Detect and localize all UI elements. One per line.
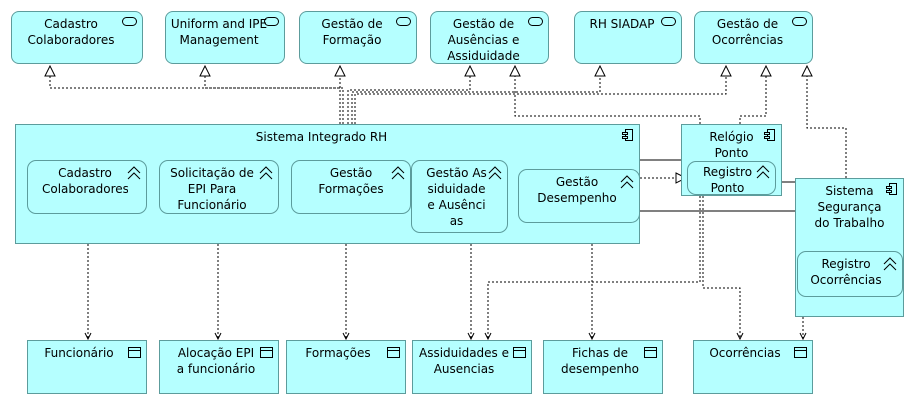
service-cadastro-colaboradores[interactable]: Cadastro Colaboradores	[11, 11, 143, 64]
data-object-label: Alocação EPI a funcionário	[176, 346, 256, 376]
data-object-alocacao-epi[interactable]: Alocação EPI a funcionário	[159, 340, 279, 394]
component-sistema-seguranca[interactable]: Sistema Segurança do Trabalho Registro O…	[795, 178, 904, 317]
service-label: Gestão de Formação	[321, 17, 383, 47]
data-object-icon	[128, 347, 141, 358]
component-title: Sistema Segurança do Trabalho	[814, 184, 885, 230]
access-relogio-ocorrencias	[702, 196, 740, 339]
realization-ocorrencias-relogio	[739, 66, 766, 124]
service-gestao-ausencias[interactable]: Gestão de Ausências e Assiduidade	[430, 11, 549, 64]
data-object-ocorrencias[interactable]: Ocorrências	[693, 340, 813, 394]
data-object-icon	[387, 347, 400, 358]
data-object-formacoes[interactable]: Formações	[286, 340, 406, 394]
service-gestao-ocorrencias[interactable]: Gestão de Ocorrências	[694, 11, 813, 64]
data-object-icon	[260, 347, 273, 358]
function-label: Gestão Desempenho	[537, 175, 617, 205]
realization-ocorrencias-rh	[354, 66, 726, 124]
function-label: Registro Ponto	[702, 165, 753, 195]
chevron-up-icon	[127, 166, 141, 180]
service-label: Gestão de Ausências e Assiduidade	[447, 17, 520, 63]
data-object-label: Ocorrências	[709, 346, 781, 360]
realization-ausencias	[347, 66, 470, 124]
function-gestao-assiduidade[interactable]: Gestão Assiduidade e Ausências	[411, 160, 508, 233]
realization-siadap	[351, 66, 600, 124]
chevron-up-icon	[756, 165, 770, 179]
component-relogio-ponto[interactable]: Relógio Ponto Registro Ponto	[681, 124, 782, 196]
service-icon	[661, 17, 676, 26]
service-gestao-formacao[interactable]: Gestão de Formação	[299, 11, 417, 64]
component-title: Sistema Integrado RH	[255, 130, 388, 144]
service-label: Gestão de Ocorrências	[711, 17, 784, 47]
realization-assiduidade-relogio	[515, 66, 701, 124]
data-object-label: Formações	[305, 346, 371, 360]
data-object-label: Funcionário	[44, 346, 114, 360]
data-object-icon	[644, 347, 657, 358]
data-object-assiduidades[interactable]: Assiduidades e Ausencias	[412, 340, 532, 394]
data-object-label: Fichas de desempenho	[561, 346, 639, 376]
service-label: Cadastro Colaboradores	[27, 17, 115, 47]
function-registro-ocorrencias[interactable]: Registro Ocorrências	[797, 251, 903, 297]
data-object-funcionario[interactable]: Funcionário	[27, 340, 147, 394]
component-icon	[886, 183, 898, 196]
data-object-label: Assiduidades e Ausencias	[418, 346, 510, 376]
realization-ocorrencias-seguranca	[807, 66, 847, 178]
chevron-up-icon	[259, 166, 273, 180]
function-label: Gestão Assiduidade e Ausências	[426, 166, 487, 228]
chevron-up-icon	[488, 166, 502, 180]
service-icon	[528, 17, 543, 26]
data-object-icon	[513, 347, 526, 358]
function-gestao-desempenho[interactable]: Gestão Desempenho	[518, 169, 640, 223]
service-icon	[264, 17, 279, 26]
component-title: Relógio Ponto	[709, 130, 754, 160]
component-icon	[764, 129, 776, 142]
function-solicitacao-epi[interactable]: Solicitação de EPI Para Funcionário	[159, 160, 279, 214]
function-registro-ponto[interactable]: Registro Ponto	[687, 161, 776, 195]
function-label: Cadastro Colaboradores	[42, 166, 128, 196]
function-label: Registro Ocorrências	[810, 257, 882, 287]
service-rh-siadap[interactable]: RH SIADAP	[574, 11, 682, 64]
function-label: Gestão Formações	[318, 166, 384, 196]
function-gestao-formacoes[interactable]: Gestão Formações	[291, 160, 411, 214]
realization-cadastro	[50, 66, 341, 124]
service-uniform-ipe[interactable]: Uniform and IPE Management	[165, 11, 285, 64]
service-label: Uniform and IPE Management	[170, 17, 268, 47]
component-icon	[622, 129, 634, 142]
service-label: RH SIADAP	[589, 17, 655, 31]
chevron-up-icon	[620, 175, 634, 189]
function-cadastro-colaboradores[interactable]: Cadastro Colaboradores	[27, 160, 147, 214]
data-object-fichas-desempenho[interactable]: Fichas de desempenho	[543, 340, 663, 394]
service-icon	[122, 17, 137, 26]
chevron-up-icon	[391, 166, 405, 180]
realization-uniform	[205, 66, 344, 124]
data-object-icon	[794, 347, 807, 358]
service-icon	[396, 17, 411, 26]
function-label: Solicitação de EPI Para Funcionário	[170, 166, 254, 212]
chevron-up-icon	[883, 257, 897, 271]
service-icon	[792, 17, 807, 26]
